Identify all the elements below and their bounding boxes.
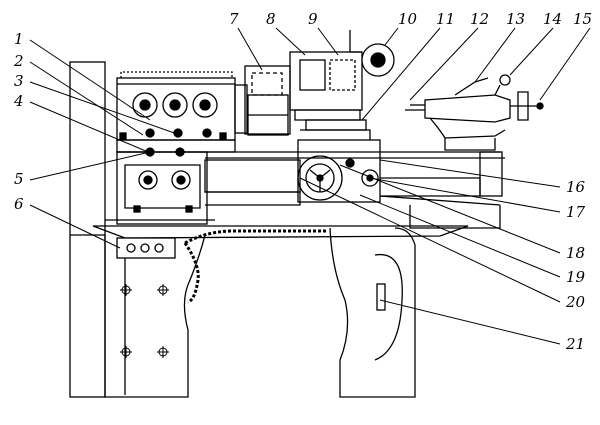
label-4: 4 [13,92,24,110]
label-2: 2 [13,52,24,70]
left-pedestal [69,61,206,398]
tool-post [289,51,363,111]
gearbox [105,151,215,225]
label-9: 9 [308,10,318,28]
label-8: 8 [266,10,276,28]
gearbox-knobs [133,147,193,213]
label-19: 19 [566,268,586,286]
callout-labels: 1 2 3 4 5 6 7 8 9 10 11 12 13 14 15 16 1… [13,10,592,353]
carriage [289,51,381,203]
label-16: 16 [566,178,586,196]
label-11: 11 [436,10,455,28]
label-14: 14 [543,10,562,28]
label-10: 10 [398,10,418,28]
right-pedestal [329,205,501,398]
label-17: 17 [566,203,586,221]
label-6: 6 [14,195,24,213]
label-20: 20 [565,293,586,311]
label-13: 13 [506,10,525,28]
leader-lines [29,27,591,345]
label-5: 5 [14,170,24,188]
label-1: 1 [14,30,24,48]
electrical-panel [116,237,176,259]
spindle [247,94,289,136]
label-7: 7 [229,10,239,28]
tailstock-handles [454,74,544,121]
headstock-knobs [119,92,227,140]
carriage-handwheel [297,155,379,201]
label-18: 18 [566,244,585,262]
bed-end-block [479,151,503,197]
lamp [349,30,395,77]
label-3: 3 [14,72,24,90]
cable [184,229,328,245]
label-21: 21 [565,335,585,353]
label-12: 12 [470,10,489,28]
right-pedestal-door [376,283,386,311]
pedestal-bolts [120,284,169,358]
label-15: 15 [573,10,592,28]
tailstock [405,94,511,151]
chip-tray [92,225,469,239]
